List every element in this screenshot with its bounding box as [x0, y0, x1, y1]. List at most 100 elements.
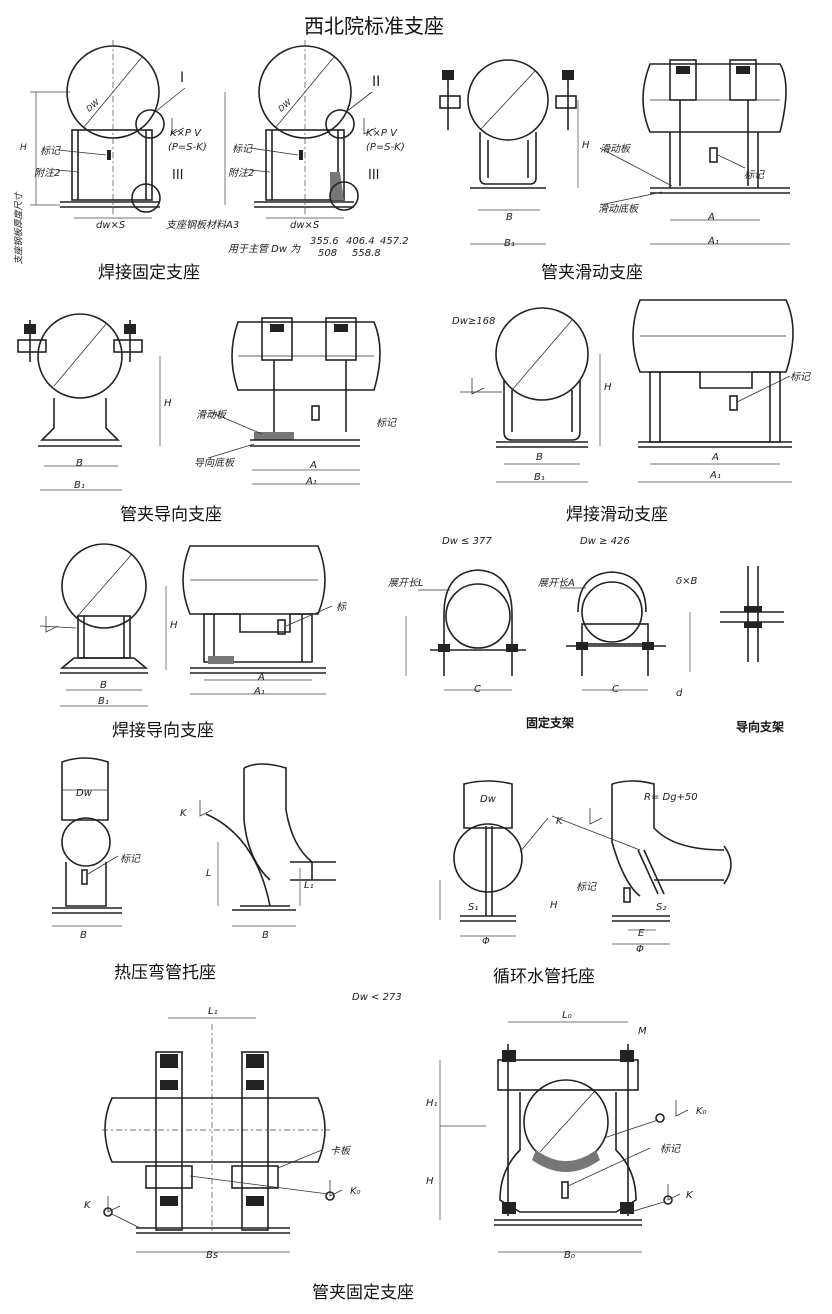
label-mark-cg: 标记	[376, 418, 396, 429]
label-H1-cf: H₁	[426, 1098, 438, 1109]
label-B-wg: B	[100, 680, 107, 691]
label-L-he: L	[206, 868, 212, 879]
label-L1-cf: L₁	[208, 1006, 218, 1017]
label-dwxs-2: dw×S	[290, 220, 320, 231]
label-card-plate: 卡板	[330, 1146, 350, 1157]
label-B-cg: B	[76, 458, 83, 469]
label-K0-cf2: K₀	[696, 1106, 707, 1117]
label-dw-he: Dw	[76, 788, 92, 799]
label-dw-cw: Dw	[480, 794, 496, 805]
label-mark-cf: 标记	[660, 1144, 680, 1155]
label-H-ws: H	[604, 382, 612, 393]
label-sliding-base-cs: 滑动底板	[598, 204, 638, 215]
label-K-cf2: K	[686, 1190, 693, 1201]
label-dw-ge-426: Dw ≥ 426	[580, 536, 630, 547]
label-R-dg: R= Dg+50	[644, 792, 698, 803]
label-mark-cw: 标记	[576, 882, 596, 893]
hot-elbow-shoe-front	[52, 757, 122, 927]
label-pformula-1: (P=S-K)	[168, 142, 207, 153]
clamp-fixed-support-front	[439, 1021, 673, 1253]
label-B-he1: B	[80, 930, 87, 941]
label-dwxs-1: dw×S	[96, 220, 126, 231]
label-phi-cw1: Φ	[482, 936, 490, 947]
label-dw-ge-168: Dw≥168	[452, 316, 496, 327]
fixed-bracket-ubolt-large	[560, 571, 691, 691]
label-sliding-plate-cs: 滑动板	[600, 144, 630, 155]
label-deltaxB: δ×B	[676, 576, 698, 587]
label-A-cg: A	[310, 460, 317, 471]
label-A-wg: A	[258, 672, 265, 683]
label-C-ub1: C	[474, 684, 481, 695]
label-A-ws: A	[712, 452, 719, 463]
label-pformula-2: (P=S-K)	[366, 142, 405, 153]
label-dw-lt-273: Dw < 273	[352, 992, 402, 1003]
weld-sliding-support-side	[632, 299, 794, 483]
clamp-guide-support-front	[17, 313, 161, 491]
svg-text:H: H	[20, 143, 27, 153]
weld-fixed-support-view-2: DW	[224, 40, 373, 219]
label-phi-cw2: Φ	[636, 944, 644, 955]
weld-guide-support-side	[182, 545, 333, 695]
label-S1-cw: S₁	[468, 902, 479, 913]
label-kxp-2: K×P V	[366, 128, 397, 139]
label-dw-val-1: 355.6	[310, 236, 339, 247]
label-Bs: Bs	[206, 1250, 219, 1261]
label-B1-wg: B₁	[98, 696, 109, 707]
label-sliding-plate-cg: 滑动板	[196, 410, 226, 421]
svg-text:DW: DW	[85, 97, 102, 114]
label-K-cw: K	[556, 816, 563, 827]
label-B1-ws: B₁	[534, 472, 545, 483]
clamp-sliding-support-side	[599, 59, 790, 245]
label-support-plate: 支座钢板材料A3	[166, 220, 240, 231]
label-dw-val-5: 558.8	[352, 248, 381, 259]
label-K0-cf1: K₀	[350, 1186, 361, 1197]
label-K-cf1: K	[84, 1200, 91, 1211]
label-B1-cg: B₁	[74, 480, 85, 491]
label-H-cg: H	[164, 398, 172, 409]
weld-symbols	[45, 118, 689, 1213]
label-H-cw: H	[550, 900, 558, 911]
caption-clamp-sliding: 管夹滑动支座	[541, 263, 643, 283]
label-M: M	[638, 1026, 647, 1037]
label-L0: L₀	[562, 1010, 572, 1021]
label-K-he: K	[180, 808, 187, 819]
label-kxp-1: K×P V	[170, 128, 201, 139]
label-roman-2: II	[372, 74, 381, 90]
caption-hot-elbow-shoe: 热压弯管托座	[114, 963, 216, 983]
label-A1-ws: A₁	[710, 470, 721, 481]
label-A1-cg: A₁	[306, 476, 317, 487]
label-dw-val-2: 406.4	[346, 236, 375, 247]
caption-weld-fixed: 焊接固定支座	[98, 263, 200, 283]
label-E-cw: E	[638, 928, 645, 939]
caption-weld-sliding: 焊接滑动支座	[566, 505, 668, 525]
label-H-cf: H	[426, 1176, 434, 1187]
label-H-cs: H	[582, 140, 590, 151]
caption-guide-bracket: 导向支架	[736, 720, 785, 734]
label-dw-val-3: 457.2	[380, 236, 409, 247]
label-S2-cw: S₂	[656, 902, 667, 913]
caption-circ-water-shoe: 循环水管托座	[493, 967, 595, 987]
weld-sliding-support-front	[460, 307, 601, 483]
label-mark-wf1: 标记	[40, 146, 60, 157]
label-roman-3-a: III	[172, 168, 184, 183]
label-A1-wg: A₁	[254, 686, 265, 697]
label-mark-cs: 标记	[744, 170, 764, 181]
label-left-side-note: 支座钢板厚度尺寸	[14, 192, 25, 265]
label-mark-ws: 标记	[790, 372, 810, 383]
caption-clamp-fixed: 管夹固定支座	[312, 1283, 414, 1303]
clamp-fixed-support-side	[102, 1017, 335, 1253]
page-title: 西北院标准支座	[304, 14, 444, 38]
hot-elbow-shoe-side	[205, 763, 336, 927]
label-note2-wf1: 附注2	[34, 168, 61, 179]
label-dw-val-4: 508	[318, 248, 338, 259]
label-C-ub2: C	[612, 684, 619, 695]
fixed-bracket-ubolt-small	[405, 569, 526, 691]
label-A-cs: A	[708, 212, 715, 223]
caption-weld-guide: 焊接导向支座	[112, 721, 214, 741]
label-B-ws: B	[536, 452, 543, 463]
label-unfold-L: 展开长L	[388, 578, 424, 589]
weld-fixed-support-view-1: DW H	[20, 40, 186, 219]
clamp-sliding-support-front	[439, 59, 579, 245]
label-dw-le-377: Dw ≤ 377	[442, 536, 492, 547]
label-A1-cs: A₁	[708, 236, 719, 247]
